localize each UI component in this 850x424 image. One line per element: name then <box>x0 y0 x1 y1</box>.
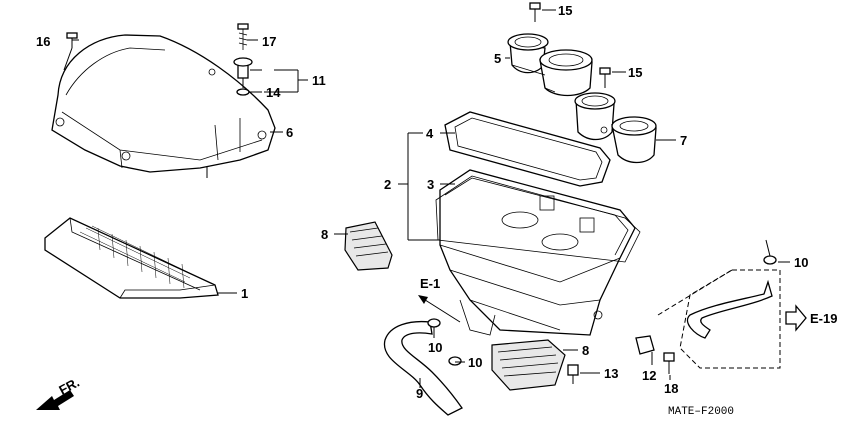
callout-10-right: 10 <box>794 255 808 270</box>
arrow-e19 <box>785 304 807 332</box>
part-10-clip-right <box>763 255 777 265</box>
front-marker: FR. <box>56 375 82 398</box>
part-16-screw <box>63 32 78 71</box>
front-arrow-icon <box>36 390 74 410</box>
callout-6: 6 <box>286 125 293 140</box>
callout-9: 9 <box>416 386 423 401</box>
breather-box <box>657 239 781 369</box>
part-17-screw <box>237 23 249 50</box>
callout-labels: 16 17 11 14 6 1 15 5 15 7 4 2 3 8 10 10 … <box>36 3 808 401</box>
reference-e19: E-19 <box>810 311 837 326</box>
reference-e1: E-1 <box>420 276 440 291</box>
callout-12: 12 <box>642 368 656 383</box>
part-10-clip-upper <box>427 318 441 328</box>
callout-16: 16 <box>36 34 50 49</box>
callout-15-upper: 15 <box>558 3 572 18</box>
part-1-element <box>44 217 219 299</box>
part-15-bolt-upper <box>529 2 541 22</box>
part-7-funnels <box>574 92 657 164</box>
callout-8-upper: 8 <box>321 227 328 242</box>
part-4-gasket <box>444 111 611 187</box>
part-8-tube-lower <box>491 339 566 391</box>
part-2-case <box>439 169 636 336</box>
callout-15-lower: 15 <box>628 65 642 80</box>
part-11-14-bracket <box>233 57 253 96</box>
callout-14: 14 <box>266 85 281 100</box>
part-5-funnels <box>507 33 593 97</box>
part-8-tube-upper <box>344 221 393 271</box>
callout-3: 3 <box>427 177 434 192</box>
callout-1: 1 <box>241 286 248 301</box>
callout-5: 5 <box>494 51 501 66</box>
callout-18: 18 <box>664 381 678 396</box>
callout-13: 13 <box>604 366 618 381</box>
leader-lines <box>72 9 790 388</box>
callout-4: 4 <box>426 126 434 141</box>
figure-code: MATE–F2000 <box>668 406 734 418</box>
part-15-bolt-lower <box>599 67 611 88</box>
part-10-clip-lower <box>448 356 462 366</box>
part-12-rubber <box>635 335 655 355</box>
callout-2: 2 <box>384 177 391 192</box>
callout-10-upper: 10 <box>428 340 442 355</box>
part-13-bolt <box>567 364 579 384</box>
callout-8-lower: 8 <box>582 343 589 358</box>
part-18-bolt <box>663 352 675 374</box>
arrow-e1 <box>418 295 461 323</box>
callout-7: 7 <box>680 133 687 148</box>
callout-17: 17 <box>262 34 276 49</box>
callout-11: 11 <box>312 73 326 88</box>
callout-10-lower: 10 <box>468 355 482 370</box>
part-9-hose <box>383 320 463 416</box>
part-6-cover <box>51 34 276 178</box>
